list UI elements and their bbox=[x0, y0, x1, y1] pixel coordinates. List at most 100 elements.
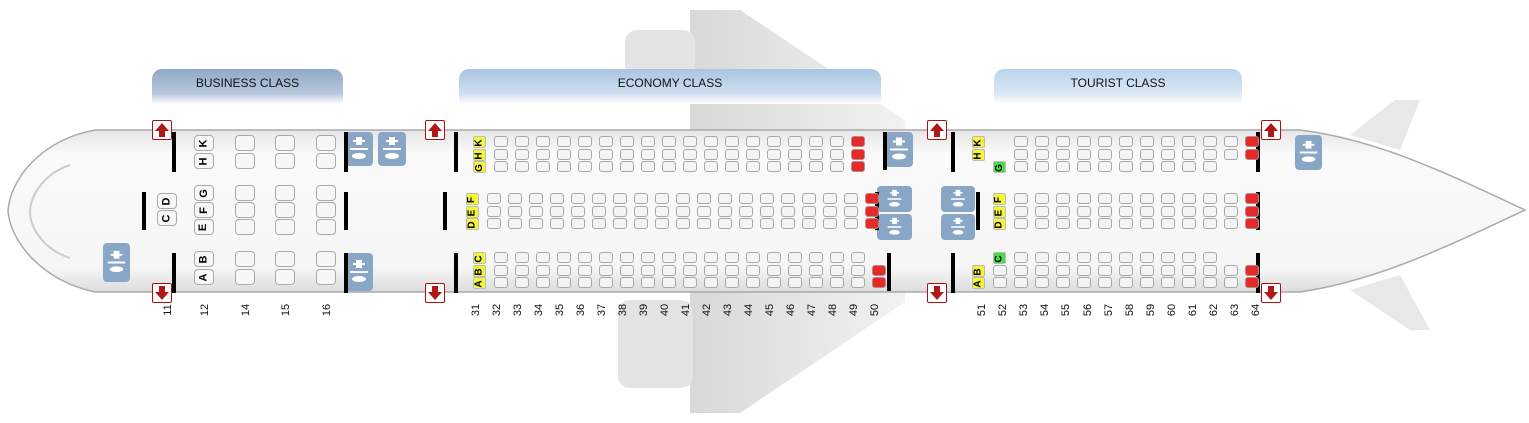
seat-available[interactable] bbox=[578, 136, 592, 147]
business-seat[interactable]: B bbox=[194, 251, 214, 267]
seat-available[interactable] bbox=[1203, 218, 1217, 230]
seat-available[interactable] bbox=[718, 205, 732, 217]
seat-available[interactable] bbox=[683, 136, 697, 147]
seat-available[interactable] bbox=[662, 148, 676, 160]
seat-available[interactable] bbox=[1035, 161, 1049, 173]
seat-available[interactable] bbox=[613, 193, 627, 204]
seat-available[interactable] bbox=[1035, 264, 1049, 276]
seat-letter-label[interactable]: A bbox=[473, 277, 486, 290]
seat-unavailable[interactable] bbox=[1245, 136, 1259, 147]
seat-available[interactable] bbox=[823, 205, 837, 217]
seat-available[interactable] bbox=[683, 148, 697, 160]
business-seat[interactable] bbox=[316, 219, 336, 235]
seat-available[interactable] bbox=[494, 161, 508, 173]
seat-available[interactable] bbox=[746, 148, 760, 160]
seat-available[interactable] bbox=[508, 193, 522, 204]
business-seat[interactable]: G bbox=[194, 185, 214, 201]
seat-letter-label[interactable]: H bbox=[972, 148, 985, 161]
seat-available[interactable] bbox=[529, 205, 543, 217]
seat-available[interactable] bbox=[1098, 277, 1112, 289]
seat-available[interactable] bbox=[592, 205, 606, 217]
business-seat[interactable] bbox=[316, 153, 336, 169]
seat-unavailable[interactable] bbox=[865, 218, 879, 230]
seat-letter-label[interactable]: F bbox=[993, 193, 1006, 205]
seat-available[interactable] bbox=[1119, 161, 1133, 173]
seat-available[interactable] bbox=[641, 136, 655, 147]
seat-available[interactable] bbox=[1161, 161, 1175, 173]
business-seat[interactable] bbox=[275, 269, 295, 285]
seat-available[interactable] bbox=[620, 148, 634, 160]
seat-available[interactable] bbox=[578, 277, 592, 289]
seat-unavailable[interactable] bbox=[872, 264, 886, 276]
seat-available[interactable] bbox=[599, 252, 613, 263]
seat-available[interactable] bbox=[662, 277, 676, 289]
seat-available[interactable] bbox=[641, 264, 655, 276]
seat-available[interactable] bbox=[1140, 218, 1154, 230]
seat-available[interactable] bbox=[1098, 136, 1112, 147]
seat-available[interactable] bbox=[634, 193, 648, 204]
seat-available[interactable] bbox=[557, 136, 571, 147]
seat-available[interactable] bbox=[1140, 136, 1154, 147]
seat-available[interactable] bbox=[781, 205, 795, 217]
seat-available[interactable] bbox=[746, 136, 760, 147]
seat-available[interactable] bbox=[739, 205, 753, 217]
seat-available[interactable] bbox=[494, 252, 508, 263]
seat-available[interactable] bbox=[1203, 148, 1217, 160]
seat-available[interactable] bbox=[802, 205, 816, 217]
seat-letter-label[interactable]: K bbox=[972, 136, 985, 148]
seat-available[interactable] bbox=[1077, 136, 1091, 147]
seat-available[interactable] bbox=[1014, 218, 1028, 230]
seat-available[interactable] bbox=[557, 252, 571, 263]
seat-available[interactable] bbox=[1035, 148, 1049, 160]
business-seat[interactable]: E bbox=[194, 219, 214, 235]
seat-available[interactable] bbox=[1140, 148, 1154, 160]
seat-letter-label[interactable]: B bbox=[972, 264, 985, 277]
seat-available[interactable] bbox=[676, 218, 690, 230]
seat-available[interactable] bbox=[704, 148, 718, 160]
seat-available[interactable] bbox=[634, 218, 648, 230]
seat-unavailable[interactable] bbox=[1245, 193, 1259, 204]
seat-available[interactable] bbox=[718, 218, 732, 230]
seat-available[interactable] bbox=[557, 148, 571, 160]
seat-available[interactable] bbox=[641, 161, 655, 173]
seat-available[interactable] bbox=[634, 205, 648, 217]
seat-available[interactable] bbox=[802, 193, 816, 204]
business-seat[interactable] bbox=[316, 251, 336, 267]
seat-available[interactable] bbox=[1098, 193, 1112, 204]
seat-available[interactable] bbox=[844, 218, 858, 230]
seat-available[interactable] bbox=[809, 252, 823, 263]
seat-available[interactable] bbox=[1014, 252, 1028, 263]
seat-available[interactable] bbox=[767, 277, 781, 289]
seat-available[interactable] bbox=[809, 136, 823, 147]
seat-letter-label[interactable]: H bbox=[473, 148, 486, 161]
seat-available[interactable] bbox=[676, 205, 690, 217]
seat-available[interactable] bbox=[1140, 264, 1154, 276]
seat-available[interactable] bbox=[641, 148, 655, 160]
seat-available[interactable] bbox=[725, 148, 739, 160]
seat-available[interactable] bbox=[1224, 205, 1238, 217]
seat-available[interactable] bbox=[1182, 277, 1196, 289]
business-seat[interactable] bbox=[275, 135, 295, 151]
seat-available[interactable] bbox=[725, 136, 739, 147]
seat-available[interactable] bbox=[571, 193, 585, 204]
seat-letter-label[interactable]: A bbox=[972, 277, 985, 290]
seat-available[interactable] bbox=[993, 264, 1007, 276]
seat-available[interactable] bbox=[746, 264, 760, 276]
seat-available[interactable] bbox=[655, 218, 669, 230]
seat-available[interactable] bbox=[767, 136, 781, 147]
seat-available[interactable] bbox=[1161, 136, 1175, 147]
seat-available[interactable] bbox=[1140, 193, 1154, 204]
seat-available[interactable] bbox=[1140, 252, 1154, 263]
business-seat[interactable] bbox=[275, 153, 295, 169]
seat-available[interactable] bbox=[851, 277, 865, 289]
seat-available[interactable] bbox=[536, 264, 550, 276]
seat-available[interactable] bbox=[1056, 264, 1070, 276]
seat-available[interactable] bbox=[1224, 148, 1238, 160]
seat-available[interactable] bbox=[830, 277, 844, 289]
seat-available[interactable] bbox=[767, 252, 781, 263]
seat-available[interactable] bbox=[508, 205, 522, 217]
seat-available[interactable] bbox=[993, 277, 1007, 289]
seat-available[interactable] bbox=[760, 205, 774, 217]
seat-available[interactable] bbox=[1056, 148, 1070, 160]
seat-available[interactable] bbox=[515, 252, 529, 263]
